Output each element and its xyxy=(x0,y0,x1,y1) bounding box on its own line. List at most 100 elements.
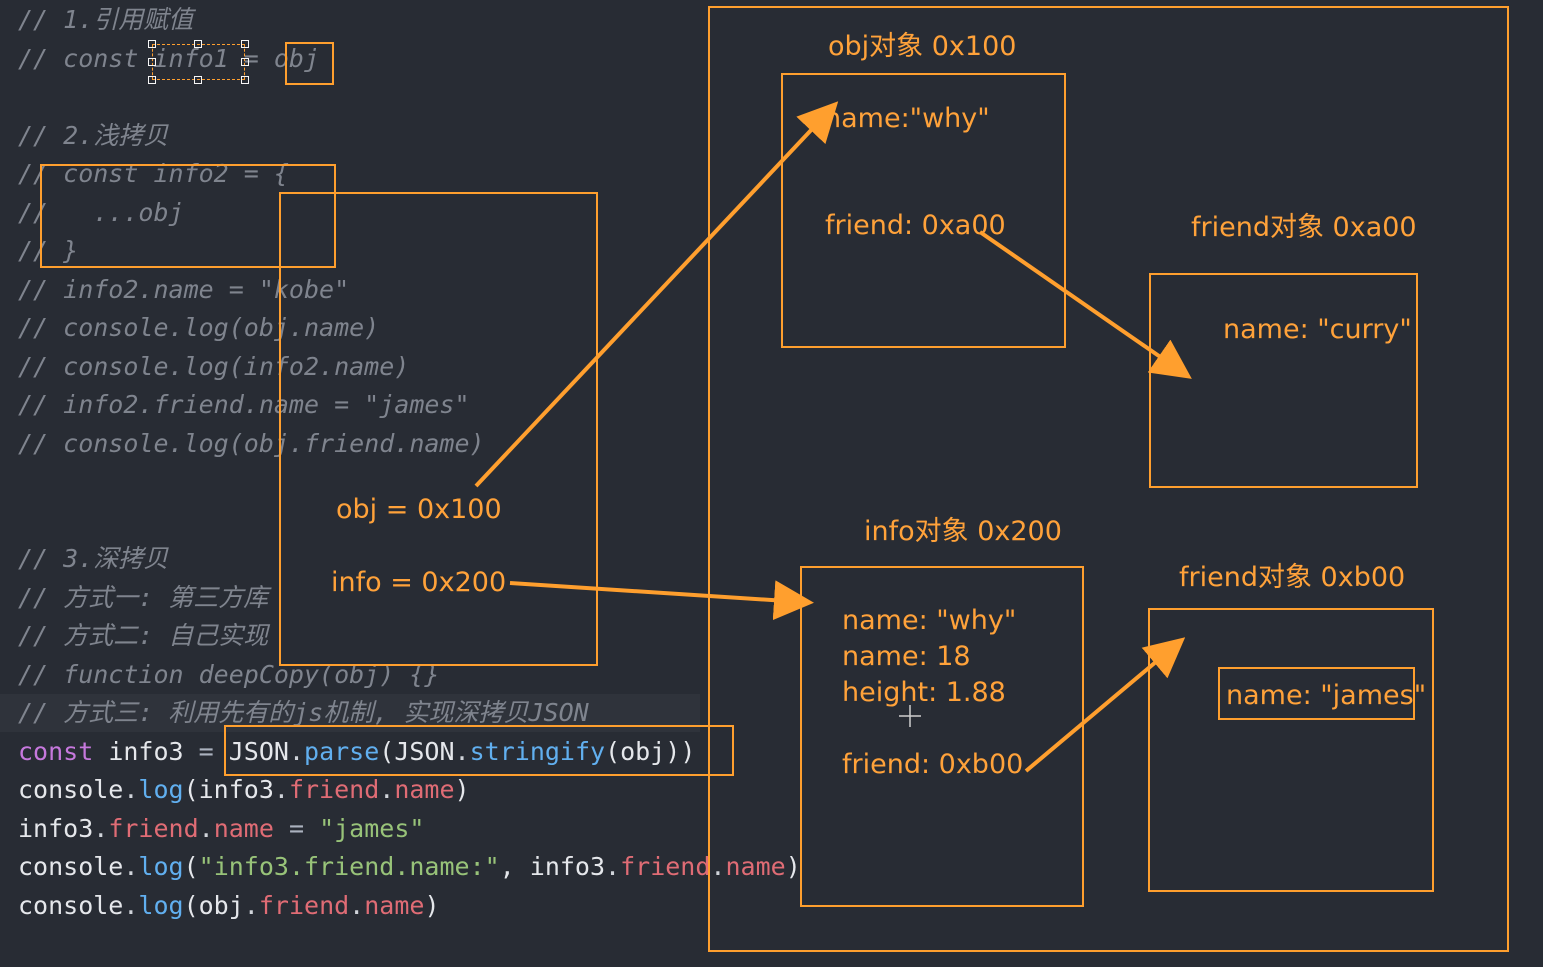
obj-object-title: obj对象 0x100 xyxy=(828,31,1017,62)
code-token: ) xyxy=(424,890,440,920)
arrow-info-to-info-object xyxy=(509,580,814,621)
info-friend-prop: friend: 0xb00 xyxy=(842,749,1024,780)
code-token: = xyxy=(273,813,320,843)
selection-handle[interactable] xyxy=(148,58,156,66)
info-object-title: info对象 0x200 xyxy=(864,516,1062,547)
spread-highlight-box xyxy=(40,164,336,268)
code-token: name xyxy=(394,775,455,804)
selection-handle[interactable] xyxy=(241,58,249,66)
friend-a00-name: name: "curry" xyxy=(1223,314,1412,345)
info-age-prop: name: 18 xyxy=(842,641,971,672)
code-token: , info3 xyxy=(499,852,606,881)
selection-handle[interactable] xyxy=(194,40,202,48)
code-line[interactable]: // console.log(obj.name) xyxy=(18,313,380,342)
code-token: name xyxy=(725,852,786,881)
code-line[interactable]: // console.log(info2.name) xyxy=(18,351,410,381)
code-token: . xyxy=(349,890,365,920)
code-line[interactable]: // } xyxy=(18,236,79,265)
code-line[interactable]: // 方式二: 自己实现 xyxy=(18,621,269,650)
arrow-obj-to-obj-object xyxy=(474,101,839,488)
selection-handle[interactable] xyxy=(241,76,249,84)
cursor-icon xyxy=(899,705,921,727)
code-token: . xyxy=(288,736,305,766)
arrow-friend-to-b00 xyxy=(1024,637,1186,773)
code-line[interactable]: console.log(obj.friend.name) xyxy=(18,888,440,924)
code-token: stringify xyxy=(469,736,606,766)
stack-info-ref: info = 0x200 xyxy=(331,567,507,598)
obj-highlight-box xyxy=(285,42,334,85)
obj-object-box xyxy=(781,73,1066,348)
selection-handle[interactable] xyxy=(148,76,156,84)
code-line[interactable]: const info3 = JSON.parse(JSON.stringify(… xyxy=(18,734,695,770)
code-line[interactable]: // 2.浅拷贝 xyxy=(18,120,169,150)
friend-a00-title: friend对象 0xa00 xyxy=(1191,212,1417,243)
code-token: info3 xyxy=(93,736,199,766)
code-token: console xyxy=(18,775,124,804)
code-token: log xyxy=(138,890,184,920)
code-token: friend xyxy=(108,813,199,843)
code-token: . xyxy=(123,890,139,920)
friend-b00-title: friend对象 0xb00 xyxy=(1179,562,1406,593)
code-token: . xyxy=(123,775,139,804)
info-object-box xyxy=(800,566,1084,907)
code-line[interactable]: console.log(info3.friend.name) xyxy=(18,772,470,808)
code-line[interactable]: // 方式一: 第三方库 xyxy=(18,582,269,612)
code-token: (JSON xyxy=(379,736,455,766)
code-token: console xyxy=(18,852,124,881)
friend-b00-box xyxy=(1148,608,1434,892)
code-token: "info3.friend.name:" xyxy=(198,852,500,881)
code-line[interactable]: console.log("info3.friend.name:", info3.… xyxy=(18,849,801,885)
code-token: ( xyxy=(183,852,199,881)
code-token: . xyxy=(710,852,726,881)
code-token: ) xyxy=(454,775,470,804)
code-token: = xyxy=(198,736,214,766)
code-line[interactable]: // 1.引用赋值 xyxy=(18,5,194,34)
arrow-friend-to-a00 xyxy=(978,230,1192,379)
selection-handle[interactable] xyxy=(194,76,202,84)
selection-handle[interactable] xyxy=(148,40,156,48)
code-token: . xyxy=(243,890,259,920)
code-token: . xyxy=(93,813,109,843)
code-token: . xyxy=(273,775,289,804)
code-line[interactable]: // info2.friend.name = "james" xyxy=(18,390,470,419)
code-line[interactable]: // 方式三: 利用先有的js机制, 实现深拷贝JSON xyxy=(18,698,589,727)
code-token: friend xyxy=(258,890,350,920)
code-token: console xyxy=(18,890,124,920)
heap-area-box xyxy=(708,6,1509,952)
stack-obj-ref: obj = 0x100 xyxy=(336,494,502,525)
obj-friend-prop: friend: 0xa00 xyxy=(825,210,1006,241)
code-token: ) xyxy=(785,852,801,881)
code-token: "james" xyxy=(319,813,425,843)
code-token: log xyxy=(138,775,184,804)
code-line[interactable]: // 3.深拷贝 xyxy=(18,544,169,573)
code-line[interactable]: info3.friend.name = "james" xyxy=(18,811,424,847)
code-token: parse xyxy=(304,736,380,766)
code-token: info3 xyxy=(18,813,94,843)
info-name-prop: name: "why" xyxy=(842,605,1017,636)
stack-area-box xyxy=(279,192,598,666)
code-line[interactable]: // info2.name = "kobe" xyxy=(18,274,350,304)
code-token: friend xyxy=(620,852,711,881)
james-highlight-box xyxy=(1218,667,1415,720)
code-line[interactable]: // ...obj xyxy=(18,197,184,227)
obj-name-prop: name:"why" xyxy=(824,103,990,134)
code-token: name xyxy=(213,813,274,843)
code-line[interactable]: // const info1 = obj xyxy=(18,43,320,73)
code-token: . xyxy=(123,852,139,881)
code-token: . xyxy=(454,736,470,766)
code-token: . xyxy=(605,852,621,881)
code-token: friend xyxy=(288,775,380,804)
code-token: (obj)) xyxy=(605,736,696,766)
code-token: . xyxy=(379,775,395,804)
code-token: const xyxy=(18,736,94,766)
code-token: (info3 xyxy=(183,775,274,804)
code-line[interactable]: // console.log(obj.friend.name) xyxy=(18,428,485,458)
friend-a00-box xyxy=(1149,273,1418,488)
code-token: JSON xyxy=(213,736,289,766)
code-token: log xyxy=(138,852,184,881)
selection-box[interactable] xyxy=(152,44,245,80)
friend-b00-name: name: "james" xyxy=(1226,680,1427,711)
code-line[interactable]: // const info2 = { xyxy=(18,159,289,188)
selection-handle[interactable] xyxy=(241,40,249,48)
